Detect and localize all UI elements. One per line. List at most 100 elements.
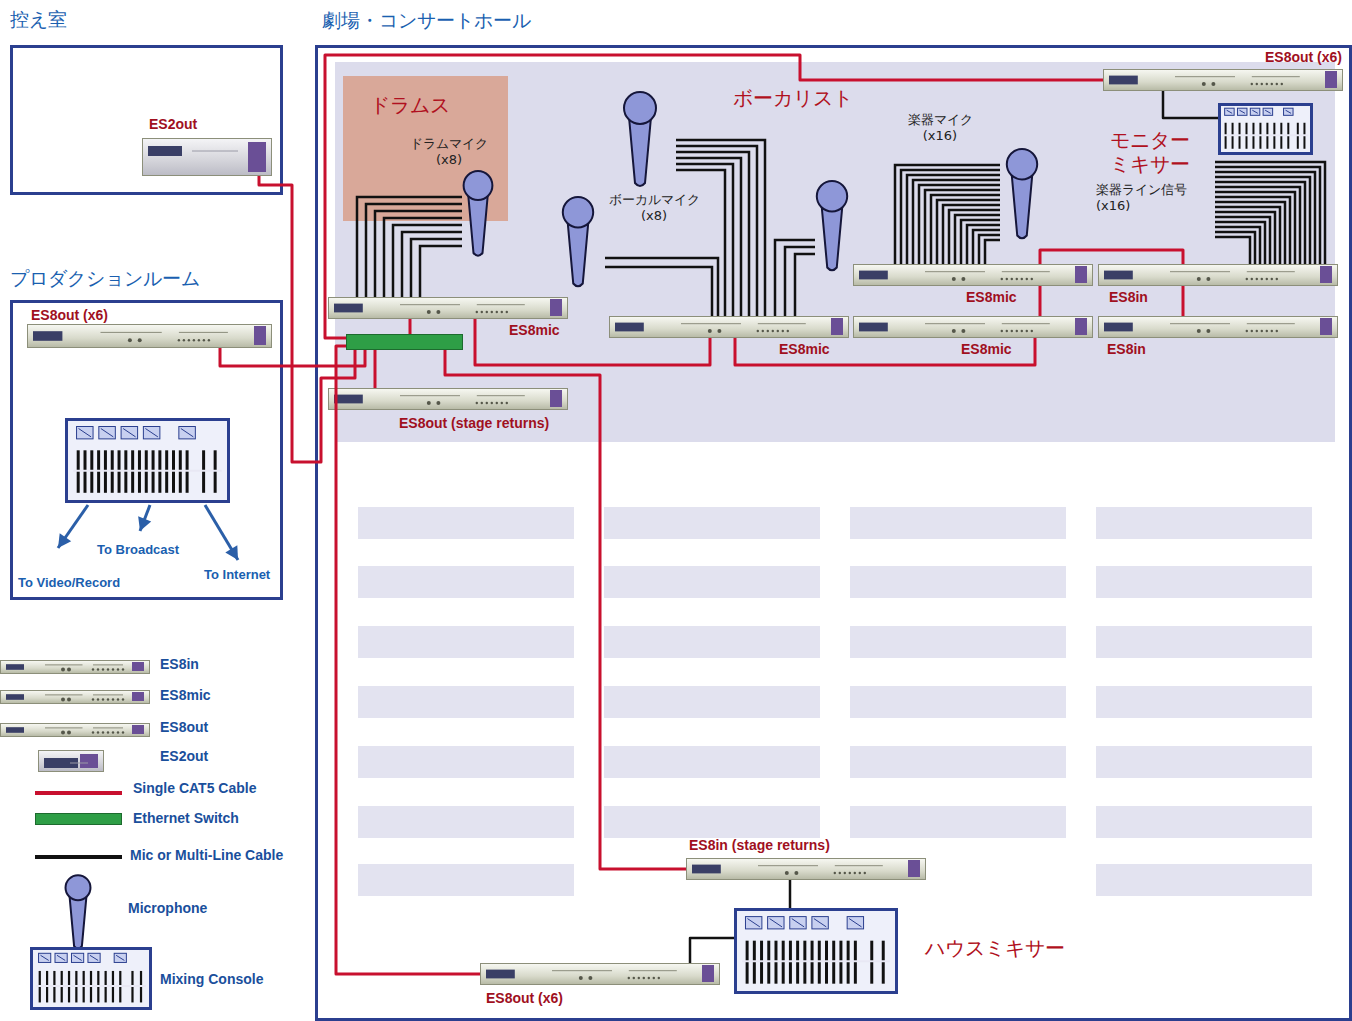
mic-cable xyxy=(949,210,1000,264)
mixing-console: ハウスミキサー xyxy=(734,908,898,994)
mic-cable xyxy=(420,246,462,297)
legend-device-sample xyxy=(0,660,150,674)
node-label: ES8out (stage returns) xyxy=(399,415,549,432)
es2out-unit: ES2out xyxy=(142,138,272,176)
legend-label: Microphone xyxy=(128,900,207,917)
microphone xyxy=(817,181,847,270)
mic-cable xyxy=(676,146,757,316)
es8mic-unit: ES8mic xyxy=(853,316,1093,338)
node-label: ドラムス xyxy=(370,93,450,117)
annotation: 楽器ライン信号 (x16) xyxy=(1096,182,1200,213)
console-drawing xyxy=(734,908,898,994)
seat-row xyxy=(850,746,1066,778)
mic-cable xyxy=(1215,187,1300,264)
cat5-cable xyxy=(325,55,1103,338)
mic-cable xyxy=(1215,172,1315,264)
device-panel xyxy=(38,750,104,772)
device-panel xyxy=(1098,316,1338,338)
mic-cable xyxy=(1215,167,1320,264)
mic-cable xyxy=(1215,232,1255,264)
seat-row xyxy=(850,626,1066,658)
legend-label: Mixing Console xyxy=(160,971,263,988)
mic-cable xyxy=(955,215,1000,264)
node-label: ES8out (x6) xyxy=(1265,49,1342,66)
device-panel xyxy=(328,297,568,319)
mic-cable xyxy=(775,240,815,316)
mic-cable xyxy=(795,254,815,316)
mic-cable xyxy=(1215,217,1270,264)
node-label: ES8mic xyxy=(961,341,1012,358)
legend-device-sample xyxy=(0,723,150,737)
legend-label: ES2out xyxy=(160,748,208,765)
mic-cable xyxy=(366,204,462,297)
cat5-cable xyxy=(220,348,365,366)
device-panel xyxy=(1098,264,1338,286)
es8out-unit: ES8out (stage returns) xyxy=(328,388,568,410)
mic-cable xyxy=(973,230,1000,264)
cat5-cable xyxy=(259,176,355,462)
seat-row xyxy=(850,686,1066,718)
mic-cable xyxy=(1215,207,1280,264)
mic-cable xyxy=(676,158,741,316)
annotation: To Video/Record xyxy=(18,575,120,591)
device-panel xyxy=(328,388,568,410)
mic-cable xyxy=(384,218,462,297)
legend-line-sample xyxy=(35,855,122,859)
microphone xyxy=(66,875,91,948)
cat5-cable xyxy=(336,346,480,974)
node-label: 控え室 xyxy=(10,8,67,31)
device-panel xyxy=(609,316,849,338)
seat-row xyxy=(604,566,820,598)
node-label: プロダクションルーム xyxy=(10,267,200,290)
legend-device-sample xyxy=(0,690,150,704)
es8mic-unit: ES8mic xyxy=(328,297,568,319)
cat5-cable xyxy=(475,319,710,365)
mic-cable xyxy=(1215,182,1305,264)
seat-row xyxy=(604,806,820,838)
node-sublabel: ドラムマイク (x8) xyxy=(403,136,495,167)
legend-label: ES8mic xyxy=(160,687,211,704)
mic-cable xyxy=(979,235,1000,264)
output-arrow xyxy=(58,505,88,548)
seat-row xyxy=(358,686,574,718)
multi-line-cable xyxy=(789,880,792,908)
seat-row xyxy=(358,806,574,838)
cat5-cable xyxy=(735,338,1035,365)
seat-row xyxy=(604,626,820,658)
device-panel xyxy=(686,858,926,880)
seat-row xyxy=(850,806,1066,838)
mic-cable xyxy=(1215,162,1325,264)
mic-cable xyxy=(967,225,1000,264)
seat-row xyxy=(604,507,820,539)
node-label: 劇場・コンサートホール xyxy=(322,9,531,32)
node-label: ES8mic xyxy=(509,322,560,339)
legend-label: Ethernet Switch xyxy=(133,810,239,827)
mic-cable xyxy=(375,211,462,297)
seat-row xyxy=(1096,507,1312,539)
es8mic-unit: ES8mic xyxy=(853,264,1093,286)
microphone xyxy=(1007,149,1037,238)
cat5-cable xyxy=(374,350,377,388)
device-panel xyxy=(853,316,1093,338)
seat-row xyxy=(358,507,574,539)
node-label: ES8out (x6) xyxy=(31,307,108,324)
microphone xyxy=(624,92,656,186)
mic-cable xyxy=(605,258,718,316)
seat-row xyxy=(1096,566,1312,598)
arrow-head xyxy=(225,545,238,560)
legend-label: Single CAT5 Cable xyxy=(133,780,256,797)
legend-label: ES8in xyxy=(160,656,199,673)
seat-row xyxy=(604,746,820,778)
annotation: ボーカリスト xyxy=(733,86,853,110)
device-panel xyxy=(853,264,1093,286)
node-label: ES8mic xyxy=(966,289,1017,306)
seat-row xyxy=(358,864,574,896)
room-box: 控え室ES2out xyxy=(10,45,283,195)
es8mic-unit: ES8mic xyxy=(609,316,849,338)
cat5-cable xyxy=(1039,286,1042,316)
node-label: ES8mic xyxy=(779,341,830,358)
arrow-head xyxy=(138,516,151,531)
mic-cable xyxy=(895,165,1000,264)
mic-cable xyxy=(985,240,1000,264)
